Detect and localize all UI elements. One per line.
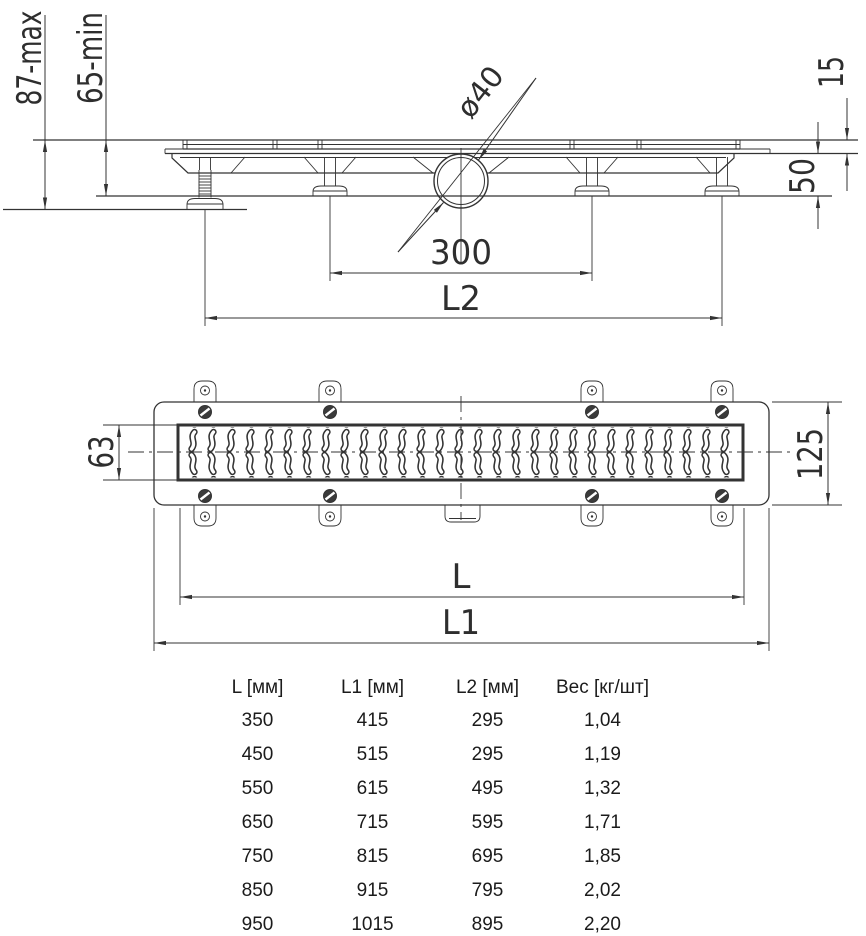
dim-87-max-label: 87-max — [10, 11, 50, 106]
spec-table-header-row: L [мм] L1 [мм] L2 [мм] Вес [кг/шт] — [200, 672, 660, 704]
cell-l2: 895 — [471, 914, 504, 935]
cell-l: 850 — [241, 880, 274, 901]
dimension-15: 15 — [812, 56, 852, 191]
cell-l: 350 — [241, 710, 274, 731]
cell-l1: 815 — [356, 846, 389, 867]
screw-head — [714, 488, 730, 504]
cell-weight: 1,71 — [584, 812, 621, 833]
screw-head — [584, 404, 600, 420]
dim-l-label: L — [452, 557, 471, 597]
dim-l1-label: L1 — [442, 603, 480, 643]
cell-l: 750 — [241, 846, 274, 867]
dimension-l1: L1 — [153, 508, 770, 651]
drain-outlet — [433, 148, 489, 262]
leveling-foot — [574, 156, 610, 197]
dim-diameter-label: ø40 — [449, 59, 510, 124]
cell-l1: 715 — [356, 812, 389, 833]
table-row: 450 515 295 1,19 — [200, 738, 660, 772]
dim-300-label: 300 — [430, 233, 492, 273]
mounting-tab — [580, 380, 604, 404]
dimension-l2: L2 — [205, 279, 722, 321]
col-header-l1: L1 [мм] — [340, 677, 405, 698]
dim-50-label: 50 — [783, 158, 823, 194]
col-header-weight: Вес [кг/шт] — [555, 677, 650, 698]
mounting-tab — [193, 380, 217, 404]
cell-l: 650 — [241, 812, 274, 833]
mounting-tab — [710, 503, 734, 527]
dimension-65-min: 65-min — [71, 12, 111, 196]
mounting-tab — [193, 503, 217, 527]
dimension-l: L — [179, 508, 745, 605]
mounting-tab — [710, 380, 734, 404]
dim-65-min-label: 65-min — [71, 12, 111, 104]
cell-weight: 1,85 — [584, 846, 621, 867]
cell-l2: 695 — [471, 846, 504, 867]
cell-weight: 2,20 — [584, 914, 621, 935]
cell-l: 950 — [241, 914, 274, 935]
screw-head — [322, 488, 338, 504]
dim-125-label: 125 — [791, 428, 831, 480]
top-view: 63 125 L L1 — [82, 380, 842, 651]
cell-l1: 1015 — [351, 914, 394, 935]
cell-l: 450 — [241, 744, 274, 765]
cell-l2: 795 — [471, 880, 504, 901]
cell-l1: 415 — [356, 710, 389, 731]
cell-l2: 495 — [471, 778, 504, 799]
cell-l1: 615 — [356, 778, 389, 799]
cell-l1: 915 — [356, 880, 389, 901]
dimension-125: 125 — [772, 401, 842, 506]
cell-l: 550 — [241, 778, 274, 799]
cell-l2: 295 — [471, 744, 504, 765]
mounting-tab — [580, 503, 604, 527]
cell-weight: 1,04 — [584, 710, 621, 731]
table-row: 650 715 595 1,71 — [200, 806, 660, 840]
col-header-l: L [мм] — [231, 677, 284, 698]
dimension-87-max: 87-max — [10, 11, 50, 210]
cell-weight: 1,19 — [584, 744, 621, 765]
table-row: 550 615 495 1,32 — [200, 772, 660, 806]
col-header-l2: L2 [мм] — [455, 677, 520, 698]
screw-head — [714, 404, 730, 420]
dim-l2-label: L2 — [441, 279, 481, 319]
cell-l1: 515 — [356, 744, 389, 765]
table-row: 850 915 795 2,02 — [200, 874, 660, 908]
mounting-tab — [318, 503, 342, 527]
screw-head — [197, 488, 213, 504]
technical-drawing: 87-max 65-min 15 50 ø40 300 — [3, 11, 858, 651]
grate-edge-profile — [164, 140, 858, 155]
dim-15-label: 15 — [812, 56, 852, 88]
cell-l2: 595 — [471, 812, 504, 833]
spec-table: L [мм] L1 [мм] L2 [мм] Вес [кг/шт] 350 4… — [200, 672, 660, 936]
screw-head — [322, 404, 338, 420]
cell-l2: 295 — [471, 710, 504, 731]
dimension-50: 50 — [783, 122, 823, 229]
grate-wave-pattern — [182, 427, 739, 478]
cell-weight: 1,32 — [584, 778, 621, 799]
leveling-foot — [704, 156, 740, 197]
dim-63-label: 63 — [82, 436, 122, 469]
leveling-foot-extended — [186, 157, 224, 210]
cell-weight: 2,02 — [584, 880, 621, 901]
mounting-tab — [318, 380, 342, 404]
table-row: 350 415 295 1,04 — [200, 704, 660, 738]
outlet-notch — [444, 505, 481, 523]
table-row: 950 1015 895 2,20 — [200, 908, 660, 936]
dimension-300: 300 — [330, 233, 592, 276]
screw-head — [197, 404, 213, 420]
table-row: 750 815 695 1,85 — [200, 840, 660, 874]
dimension-63: 63 — [82, 424, 178, 481]
leveling-foot — [312, 156, 348, 197]
screw-head — [584, 488, 600, 504]
side-view: 87-max 65-min 15 50 ø40 300 — [3, 11, 858, 326]
